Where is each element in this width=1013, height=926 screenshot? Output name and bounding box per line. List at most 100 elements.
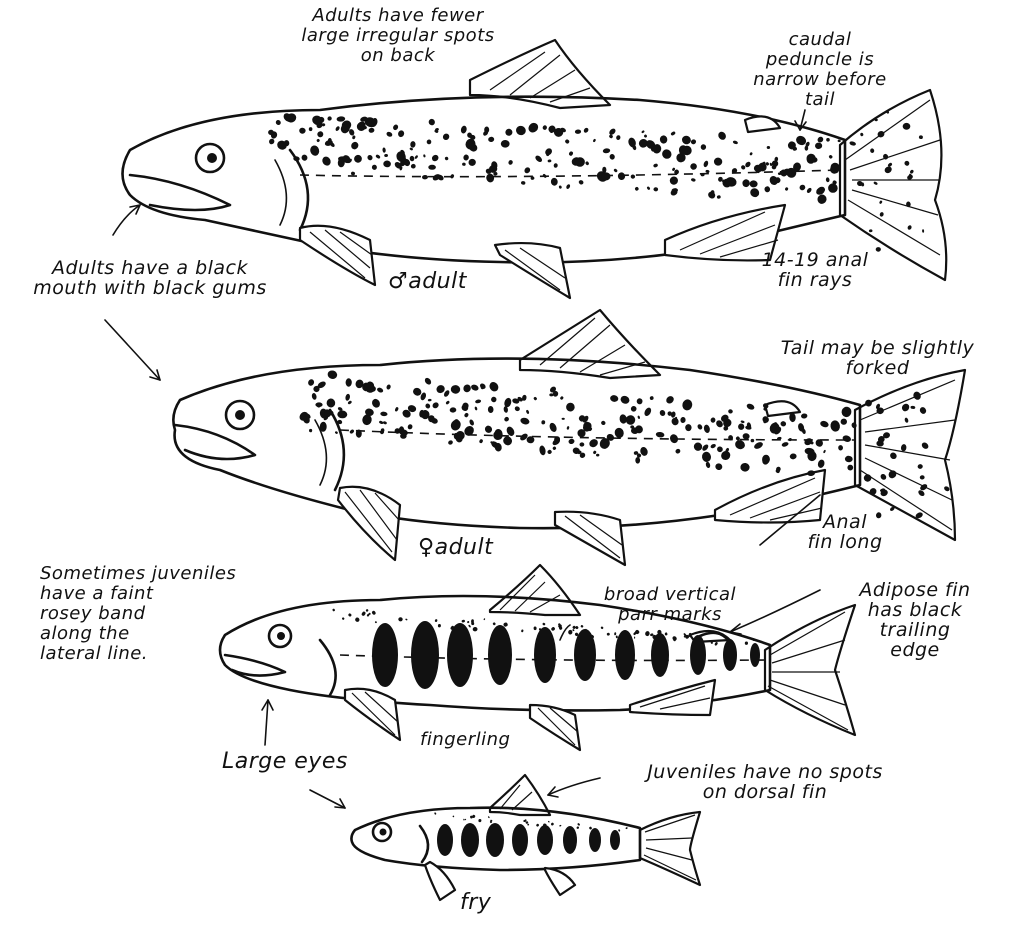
spot: [799, 184, 806, 191]
spot: [552, 446, 557, 451]
spot: [422, 175, 428, 180]
spot: [547, 159, 551, 162]
spot: [368, 127, 374, 133]
spot: [692, 441, 704, 453]
spot: [680, 417, 686, 423]
spot: [600, 626, 604, 629]
spot: [749, 180, 757, 187]
spot: [407, 423, 413, 430]
spot: [781, 441, 789, 447]
spot: [568, 151, 573, 157]
label-fingerling: fingerling: [420, 730, 550, 750]
spot: [309, 429, 313, 433]
spot: [617, 172, 626, 181]
spot: [876, 247, 881, 252]
label-adults-fewer-spots: Adults have fewer large irregular spots …: [283, 6, 513, 66]
parr-mark: [690, 635, 706, 675]
spot: [449, 407, 456, 413]
spot: [749, 152, 753, 156]
spot: [619, 394, 630, 405]
spot: [275, 119, 282, 126]
spot: [572, 625, 576, 629]
parr-mark: [486, 823, 504, 857]
spot: [526, 409, 530, 414]
spot: [547, 449, 553, 455]
spot: [508, 159, 514, 165]
spot: [398, 617, 402, 621]
spot: [710, 443, 717, 449]
spot: [559, 185, 562, 189]
spot: [840, 406, 852, 419]
spot: [630, 405, 638, 413]
spot: [488, 406, 494, 413]
spot: [503, 397, 512, 408]
spot: [438, 624, 441, 628]
parr-mark: [447, 623, 473, 687]
spot: [646, 186, 650, 190]
spot: [840, 418, 847, 425]
spot: [660, 147, 673, 160]
spot: [542, 622, 546, 625]
spot: [656, 431, 665, 437]
spot: [806, 187, 813, 194]
spot: [625, 415, 636, 426]
fingerling-dorsal-fin: [490, 565, 580, 615]
label-anal-fin-rays: 14-19 anal fin rays: [755, 250, 875, 290]
spot: [397, 130, 405, 138]
label-anal-fin-long: Anal fin long: [790, 512, 900, 552]
spot: [470, 383, 479, 391]
spot: [468, 158, 477, 167]
spot: [650, 396, 654, 400]
spot: [701, 443, 709, 452]
spot: [742, 433, 750, 440]
spot: [566, 184, 571, 190]
spot: [602, 148, 610, 154]
spot: [382, 147, 386, 153]
spot: [548, 422, 558, 433]
spot: [410, 163, 416, 168]
spot: [553, 163, 557, 168]
spot: [740, 462, 750, 472]
spot: [767, 146, 770, 149]
spot: [521, 181, 526, 185]
spot: [427, 139, 432, 144]
spot: [616, 635, 618, 638]
label-adipose-fin: Adipose fin has black trailing edge: [830, 580, 1000, 660]
spot: [588, 438, 600, 449]
label-no-spots-dorsal: Juveniles have no spots on dorsal fin: [600, 762, 930, 802]
spot: [717, 130, 728, 141]
spot: [751, 439, 755, 442]
spot: [336, 116, 345, 122]
spot: [367, 154, 374, 161]
parr-mark: [411, 621, 439, 689]
spot: [665, 395, 675, 405]
spot: [379, 420, 384, 424]
spot: [635, 457, 640, 464]
spot: [830, 420, 841, 433]
parr-mark: [537, 825, 553, 855]
label-female-adult: ♀adult: [418, 538, 538, 558]
spot: [452, 815, 454, 817]
spot: [697, 423, 704, 430]
spot: [479, 439, 484, 444]
spot: [349, 429, 355, 435]
spot: [728, 409, 733, 414]
spot: [534, 154, 543, 163]
female-dorsal-fin: [520, 310, 660, 378]
spot: [616, 135, 621, 141]
spot: [363, 380, 377, 394]
spot: [817, 459, 826, 469]
spot: [449, 418, 463, 432]
spot: [659, 135, 667, 144]
spot: [533, 396, 537, 401]
parr-mark: [723, 639, 737, 671]
spot: [428, 399, 432, 402]
spot: [523, 166, 531, 174]
spot: [345, 393, 351, 401]
spot: [375, 621, 378, 623]
spot: [681, 134, 693, 145]
spot: [542, 125, 547, 131]
spot: [740, 420, 745, 424]
spot: [483, 424, 493, 434]
label-juveniles-rosey-band: Sometimes juveniles have a faint rosey b…: [40, 564, 300, 664]
